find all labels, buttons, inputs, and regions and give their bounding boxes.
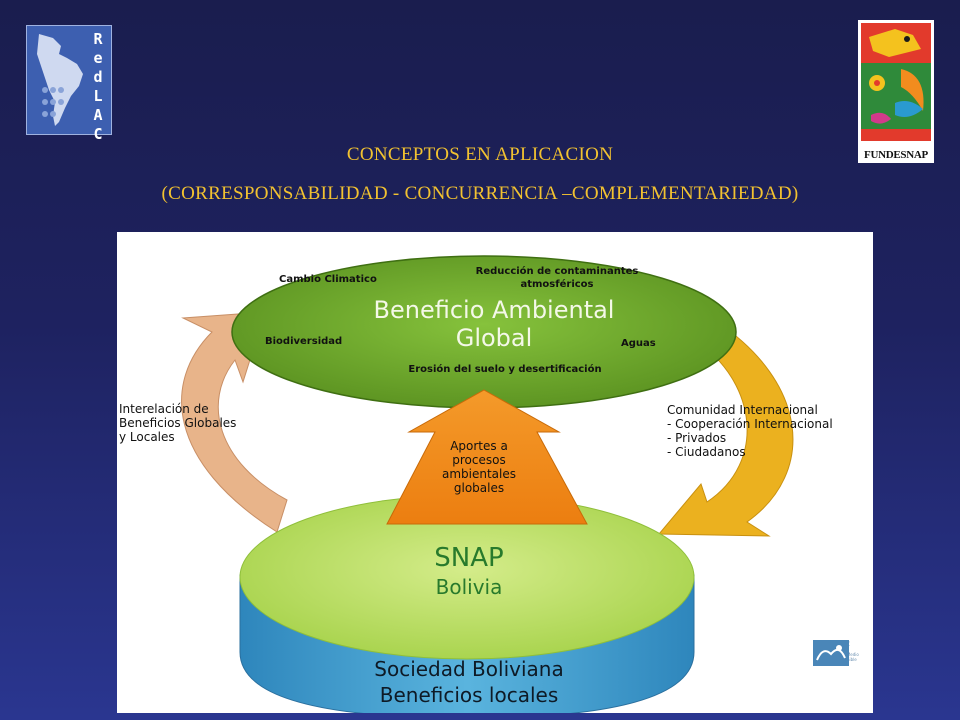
label-contaminants-line2: atmosféricos <box>520 278 593 290</box>
triangle-text-line2: procesos <box>452 453 505 467</box>
label-climate-change: Cambio Climatico <box>279 274 377 285</box>
left-arrow-text-line2: Beneficios Globales <box>119 416 236 430</box>
fundesnap-emblem-icon <box>861 23 931 141</box>
left-curved-arrow <box>181 311 288 533</box>
right-arrow-text-line4: - Ciudadanos <box>667 445 746 459</box>
label-biodiversity: Biodiversidad <box>265 336 342 347</box>
fundesnap-logo: FUNDESNAP <box>858 20 934 163</box>
diagram-panel: Cambio Climatico Reducción de contaminan… <box>117 232 873 713</box>
triangle-text-line4: globales <box>454 481 504 495</box>
latin-america-map-icon <box>31 30 89 130</box>
snap-title: SNAP <box>434 543 503 573</box>
redlac-logo: R e d L A C <box>26 25 112 143</box>
triangle-text-line1: Aportes a <box>450 439 508 453</box>
slide-title: CONCEPTOS EN APLICACION <box>346 144 614 165</box>
cylinder-base-line1: Sociedad Boliviana <box>374 657 563 681</box>
contribution-triangle <box>386 389 588 525</box>
cycle-diagram: Cambio Climatico Reducción de contaminan… <box>119 255 833 713</box>
label-erosion: Erosión del suelo y desertificación <box>408 363 601 375</box>
left-arrow-text-line3: y Locales <box>119 430 175 444</box>
redlac-letter: C <box>93 125 103 143</box>
left-arrow-text-line1: Interelación de <box>119 402 209 416</box>
redlac-letter: L <box>93 87 103 105</box>
pef-emblem-icon <box>813 640 849 666</box>
redlac-wordmark: R e d L A C <box>89 30 107 143</box>
right-arrow-text-line2: - Cooperación Internacional <box>667 417 833 431</box>
right-arrow-text-line3: - Privados <box>667 431 726 445</box>
redlac-letter: e <box>93 49 103 67</box>
right-arrow-text-line1: Comunidad Internacional <box>667 403 818 417</box>
triangle-text-line3: ambientales <box>442 467 516 481</box>
redlac-letter: d <box>93 68 103 86</box>
redlac-letter: R <box>93 30 103 48</box>
fundesnap-caption: FUNDESNAP <box>864 149 928 161</box>
slide-subtitle: (CORRESPONSABILIDAD - CONCURRENCIA –COMP… <box>161 183 799 204</box>
global-benefit-title-line1: Beneficio Ambiental <box>374 296 615 324</box>
redlac-letter: A <box>93 106 103 124</box>
cylinder-base-line2: Beneficios locales <box>380 683 559 707</box>
pef-logo: P.E.F Contrapartes en Medio Ambiente Sos… <box>813 640 859 700</box>
snap-subtitle: Bolivia <box>436 575 503 599</box>
label-water: Aguas <box>621 338 656 349</box>
global-benefit-title-line2: Global <box>456 324 533 352</box>
label-contaminants-line1: Reducción de contaminantes <box>476 265 639 277</box>
